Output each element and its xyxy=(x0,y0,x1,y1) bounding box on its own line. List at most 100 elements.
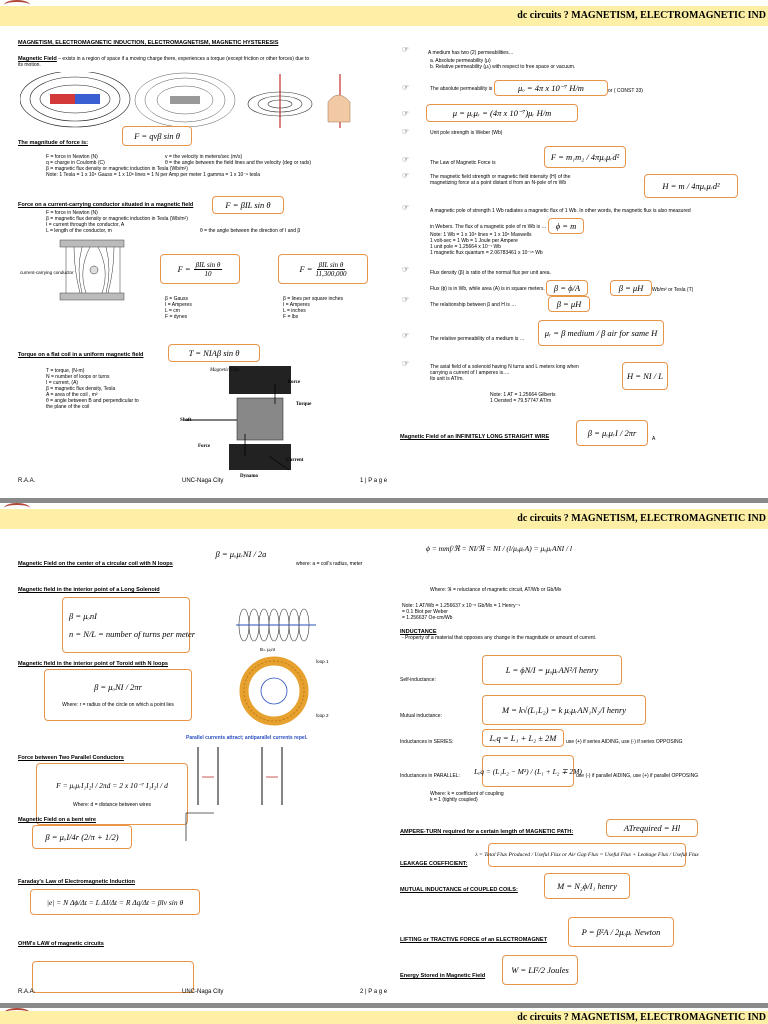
units-left-1: I = Amperes xyxy=(165,302,192,308)
beta-unit: Wb/m² or Tesla (T) xyxy=(652,287,694,293)
toroid-title: Magnetic field in the interior point of … xyxy=(18,661,168,667)
lifting-equation: P = β²A / 2μₒμᵣ Newton xyxy=(568,917,674,947)
parallel-note: use (-) if parallel AIDING, use (+) if p… xyxy=(576,773,699,779)
flux-density-2: Flux (ϕ) is in Wb, while area (A) is in … xyxy=(430,286,545,292)
pointing-hand-icon: ☞ xyxy=(402,155,410,164)
torque-legend-5: θ = angle between B and perpendicular to xyxy=(46,398,139,404)
eq-10-den: 10 xyxy=(204,269,212,278)
faraday-equation: |e| = N Δϕ/Δt = L ΔI/Δt = R Δq/Δt = βlv … xyxy=(30,889,200,915)
abs-perm-equation: μₒ = 4π x 10⁻⁷ H/m xyxy=(494,80,608,96)
flux-density: Flux density (β) is ratio of the normal … xyxy=(430,270,551,276)
loop-title: Magnetic Field on the center of a circul… xyxy=(18,561,173,567)
solenoid-equations: β = μₒnI n = N/L = number of turns per m… xyxy=(62,597,195,653)
note-1: 1 volt-sec = 1 Wb = 1 Joule per Ampere xyxy=(430,238,518,244)
axial-2: carrying a current of I amperes is…. xyxy=(430,370,510,376)
torque-legend-6: the plane of the coil xyxy=(46,404,90,410)
parallel-where: Where: d = distance between wires xyxy=(73,801,151,808)
wire-equation: β = μₒμᵣI / 2πr xyxy=(576,420,648,446)
inductance-title: INDUCTANCE xyxy=(400,629,437,635)
parallel-title: Force between Two Parallel Conductors xyxy=(18,755,124,761)
toroid-equation: β = μₒNI / 2πr xyxy=(94,682,142,692)
pointing-hand-icon: ☞ xyxy=(402,359,410,368)
parallel-equation: F = μₒμᵣI₁I₂l / 2πd = 2 x 10⁻⁷ I₁I₂l / d xyxy=(56,780,168,790)
axial-note-0: Note: 1 AT = 1.25664 Gilberts xyxy=(490,392,556,398)
self-inductance-equation: L = ϕN/I = μₒμᵣAN²/l henry xyxy=(482,655,622,685)
bent-title: Magnetic Field on a bent wire xyxy=(18,817,97,823)
force-equation: F = qvβ sin θ xyxy=(122,126,192,146)
units-left-0: β = Gauss xyxy=(165,296,189,302)
footer-page: 2 | P a g e xyxy=(360,989,388,995)
dynamo-label-force-top: Force xyxy=(288,380,301,385)
force-legend-1: q = charge in Coulomb (C) xyxy=(46,160,105,166)
toroid-box: β = μₒNI / 2πr Where: r = radius of the … xyxy=(44,669,192,721)
logo-icon xyxy=(4,503,30,513)
abs-perm-label: The absolute permeability is … xyxy=(430,86,499,92)
dynamo-label-flux: Magnetic Flux xyxy=(210,368,240,373)
solenoid-eq-1: β = μₒnI xyxy=(69,611,97,621)
leakage-equation: λ = Total Flux Produced / Useful Flux or… xyxy=(475,843,699,867)
beta-mu-h-equation: β = μH xyxy=(610,280,652,296)
perm-a: a. Absolute permeability (μ) xyxy=(430,58,491,64)
force-legend-2: β = magnetic flux density or magnetic in… xyxy=(46,166,188,172)
units-left-2: L = cm xyxy=(165,308,180,314)
reluctance-where: Where: ℜ = reluctance of magnetic circui… xyxy=(430,587,562,593)
page-3: dc circuits ? MAGNETISM, ELECTROMAGNETIC… xyxy=(0,1008,768,1024)
toroid-where: Where: r = radius of the circle on which… xyxy=(62,702,174,708)
reluctance-note-1: = 0.1 Biot per Weber xyxy=(402,609,448,615)
series-equation: Lₑq = L₁ + L₂ ± 2M xyxy=(482,729,564,747)
mutual-inductance-equation: M = k√(L₁L₂) = k μₒμᵣAN₁N₂/l henry xyxy=(482,695,646,725)
self-inductance-label: Self-inductance: xyxy=(400,677,436,683)
mutual-coil-title: MUTUAL INDUCTANCE of COUPLED COILS: xyxy=(400,887,518,893)
note-2: 1 unit pole = 1.25664 x 10⁻⁷ Wb xyxy=(430,244,502,250)
series-note: use (+) if series AIDING, use (-) if ser… xyxy=(566,739,683,745)
footer-left: R.A.A. xyxy=(18,989,36,995)
units-right-0: β = lines per square inches xyxy=(283,296,343,302)
footer-page: 1 | P a g e xyxy=(360,478,388,484)
mf-definition-2: its motion. xyxy=(18,62,41,68)
header-title: dc circuits ? MAGNETISM, ELECTROMAGNETIC… xyxy=(517,1012,766,1023)
eq-11m-num: βIL sin θ xyxy=(316,260,346,270)
beta-phi-a-equation: β = ϕ/A xyxy=(546,280,588,296)
pole-1wb: A magnetic pole of strength 1 Wb radiate… xyxy=(430,208,691,214)
torque-legend-1: N = number of loops or turns xyxy=(46,374,110,380)
dynamo-label-shaft: Shaft xyxy=(180,418,192,423)
bent-wire-diagram xyxy=(185,812,214,841)
force-title: The magnitude of force is: xyxy=(18,140,88,146)
h-ni-equation: H = NI / L xyxy=(622,362,668,390)
conductor-legend-1: β = magnetic flux density or magnetic in… xyxy=(46,216,188,222)
abs-perm-const: or ( CONST 33) xyxy=(608,88,643,94)
logo-icon xyxy=(4,1008,30,1018)
torque-legend-3: β = magnetic flux density, Tesla xyxy=(46,386,116,392)
relationship: The relationship between β and H is … xyxy=(430,302,517,308)
page-header: dc circuits ? MAGNETISM, ELECTROMAGNETIC… xyxy=(0,6,768,26)
ohm-equation-box xyxy=(32,961,194,993)
conductor-field-diagram xyxy=(59,239,125,301)
pointing-hand-icon: ☞ xyxy=(402,83,410,92)
mf-label: Magnetic Field xyxy=(18,56,57,62)
leakage-title: LEAKAGE COEFFICIENT: xyxy=(400,861,468,867)
conductor-img-label: current-carrying conductor xyxy=(20,270,74,275)
conductor-equation: F = βIL sin θ xyxy=(212,196,284,214)
footer-center: UNC-Naga City xyxy=(182,989,224,995)
page-1: dc circuits ? MAGNETISM, ELECTROMAGNETIC… xyxy=(0,0,768,498)
law-equation: F = m₁m₂ / 4πμₒμᵣd² xyxy=(544,146,626,168)
solenoid-title: Magnetic field in the interior point of … xyxy=(18,587,160,593)
faraday-title: Faraday's Law of Electromagnetic Inducti… xyxy=(18,879,135,885)
main-heading: MAGNETISM, ELECTROMAGNETIC INDUCTION, EL… xyxy=(18,40,279,46)
mutual-inductance-label: Mutual inductance: xyxy=(400,713,442,719)
unit-pole: Unit pole strength is Weber (Wb) xyxy=(430,130,503,136)
logo-icon xyxy=(4,0,30,10)
torque-legend-4: A = area of the coil , m² xyxy=(46,392,98,398)
reluctance-note-2: = 1.256637 Oe-cm/Wb xyxy=(402,615,453,621)
beta-mu-h-2-equation: β = μH xyxy=(548,296,590,312)
torque-title: Torque on a flat coil in a uniform magne… xyxy=(18,352,144,358)
loop-equation: β = μₒμᵣNI / 2a xyxy=(196,543,286,565)
pointing-hand-icon: ☞ xyxy=(402,109,410,118)
conductor-legend-2: I = current through the conductor, A xyxy=(46,222,125,228)
k-where-0: Where: k = coefficient of coupling xyxy=(430,791,504,797)
force-legend-0: F = force in Newton (N) xyxy=(46,154,98,160)
dynamo-diagram xyxy=(185,366,291,471)
mu-equation: μ = μₒμᵣ = (4π x 10⁻⁷)μᵣ H/m xyxy=(426,104,578,122)
parallel-figure-caption: Parallel currents attract; antiparallel … xyxy=(186,735,308,741)
note-0: Note: 1 Wb = 1 x 10⁸ lines = 1 x 10⁸ Max… xyxy=(430,232,532,238)
